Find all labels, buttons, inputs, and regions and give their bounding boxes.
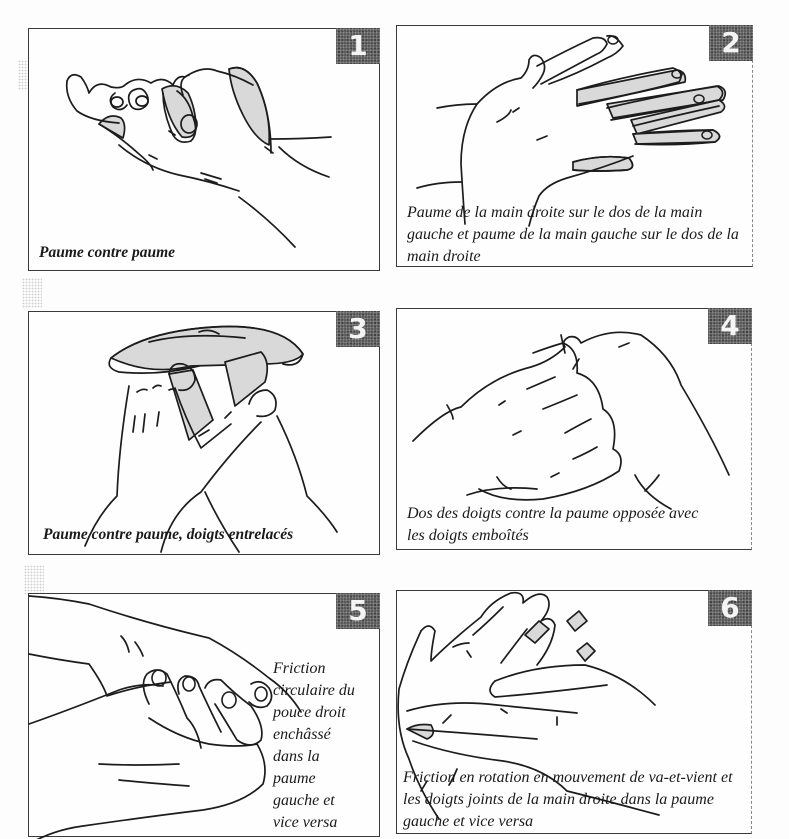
caption-line: paume <box>273 770 316 787</box>
step-number-badge: 1 <box>336 28 380 64</box>
step-number: 6 <box>720 591 740 624</box>
step-number: 2 <box>721 26 741 59</box>
step-number: 3 <box>348 312 368 345</box>
step-panel-3: 3 Paume contre paume, doigts entrelacés <box>28 311 380 555</box>
caption-line: circulaire du <box>273 682 355 699</box>
fingertips-in-palm-hands-illustration <box>397 591 660 820</box>
caption-line: vice versa <box>273 814 338 831</box>
step-number: 4 <box>720 309 740 342</box>
caption-line: pouce droit <box>273 704 346 721</box>
caption-line: dans la <box>273 748 320 765</box>
step-panel-6: 6 Friction en rotation en mouvement de v… <box>396 590 752 834</box>
step-panel-1: 1 Paume contre paume <box>28 28 380 271</box>
step-caption: Friction en rotation en mouvement de va-… <box>403 769 733 830</box>
caption-line: enchâssé <box>273 726 331 743</box>
step-panel-2: 2 Paume de la main droite sur le dos de … <box>396 25 753 267</box>
step-number-badge: 2 <box>709 25 753 61</box>
scan-speck <box>22 278 42 308</box>
step-number: 5 <box>348 594 368 627</box>
palm-to-palm-hands-illustration <box>65 66 332 248</box>
thumb-rotation-hands-illustration <box>28 595 302 839</box>
step-caption: Dos des doigts contre la paume opposée a… <box>407 505 699 544</box>
step-number-badge: 6 <box>708 590 752 626</box>
step-panel-4: 4 Dos des doigts contre la paume opposée… <box>396 308 752 550</box>
scan-speck <box>24 565 44 595</box>
caption-line: gauche et <box>273 792 335 809</box>
step-number-badge: 3 <box>336 311 380 347</box>
step-number-badge: 5 <box>336 593 380 629</box>
step-number: 1 <box>348 29 368 62</box>
palm-over-back-of-hand-illustration <box>416 34 727 227</box>
step-caption: Paume contre paume, doigts entrelacés <box>43 526 294 543</box>
step-number-badge: 4 <box>708 308 752 344</box>
step-caption: Paume de la main droite sur le dos de la… <box>407 204 739 265</box>
interlaced-fingers-hands-illustration <box>84 325 338 553</box>
interlocked-fingers-hands-illustration <box>412 331 730 510</box>
caption-line: Friction <box>273 660 326 677</box>
step-panel-5: 5 Friction circulaire du pouce droit enc… <box>28 593 380 839</box>
step-caption: Paume contre paume <box>39 244 176 261</box>
